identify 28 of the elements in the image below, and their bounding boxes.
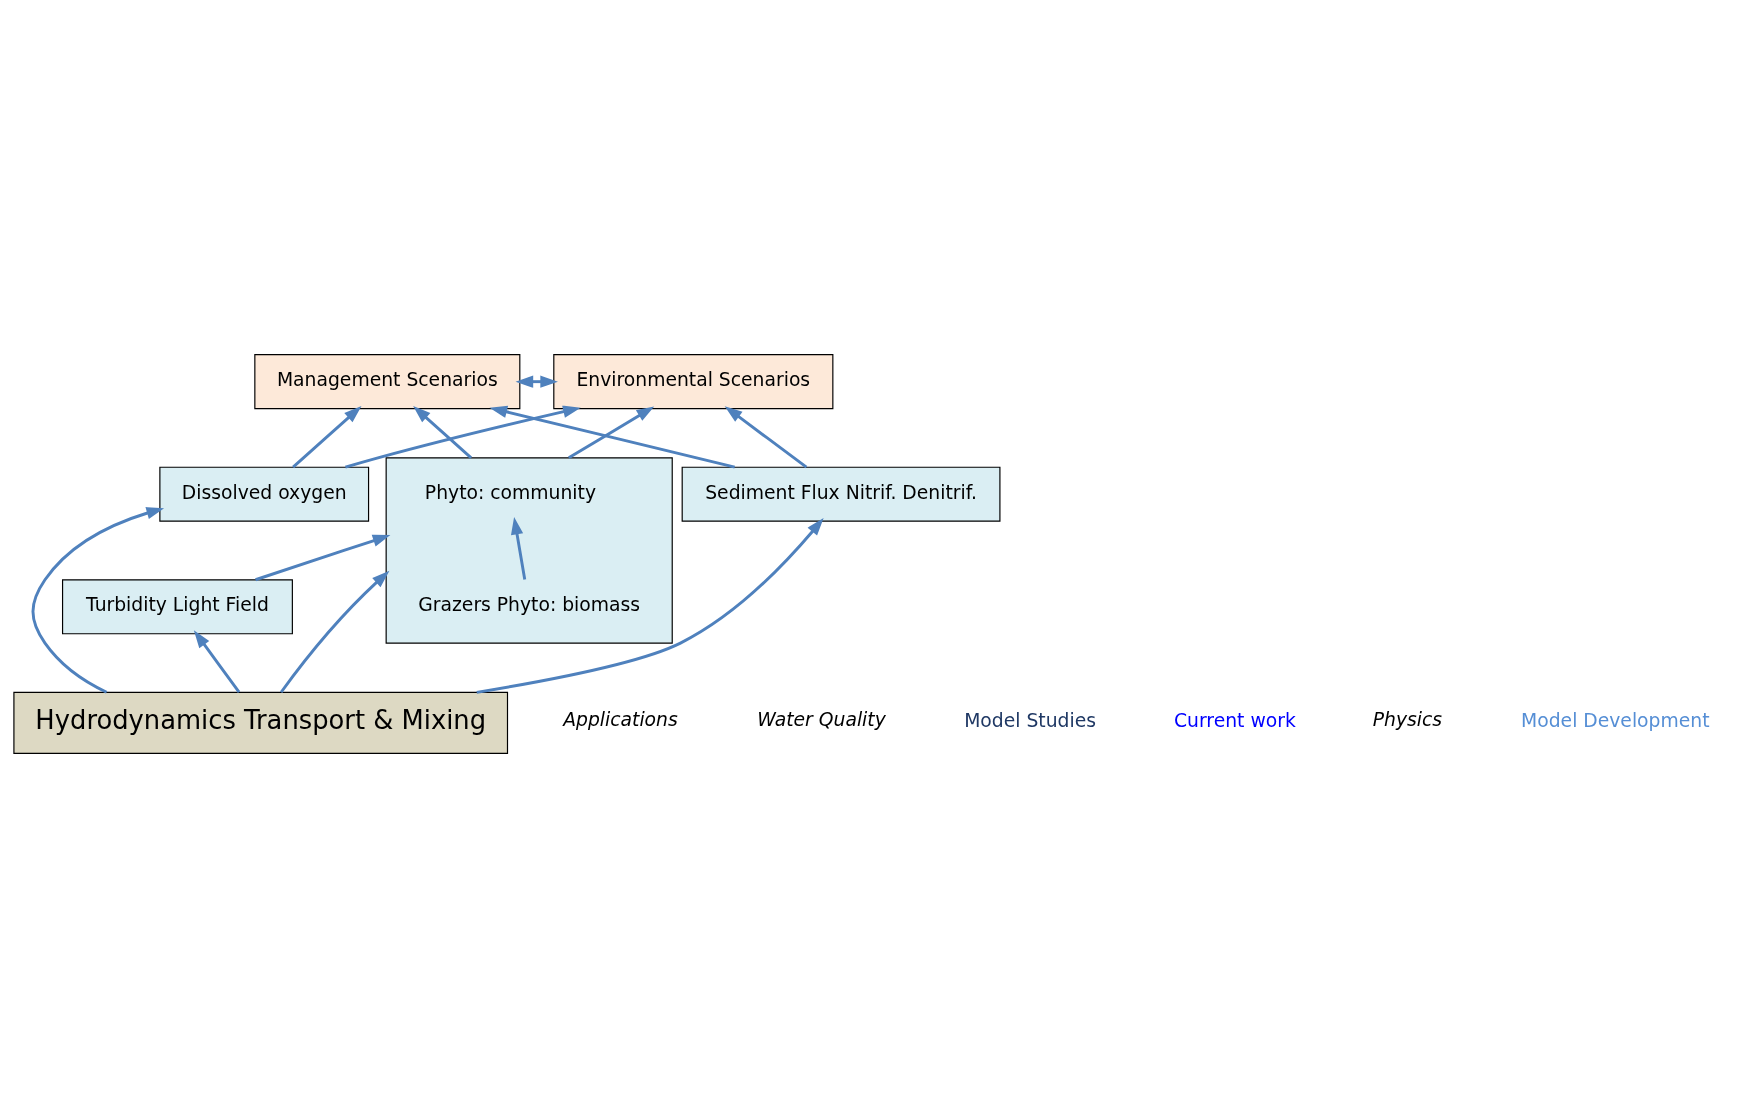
- node-text: Grazers Phyto: biomass: [417, 594, 640, 616]
- arrow: [291, 405, 362, 469]
- arrow: [254, 534, 390, 582]
- node-box: Environmental Scenarios: [552, 354, 833, 410]
- label: Physics: [1372, 709, 1442, 731]
- cluster: [385, 457, 673, 644]
- label: Model Studies: [963, 710, 1096, 732]
- label: Model Development: [1520, 710, 1710, 732]
- arrow: [344, 405, 581, 469]
- arrow: [489, 405, 735, 469]
- label: Current work: [1173, 710, 1296, 732]
- arrow: [31, 507, 164, 694]
- arrow: [515, 375, 558, 388]
- arrow: [193, 630, 240, 693]
- node-box: Turbidity Light Field: [61, 579, 293, 635]
- label: Water Quality: [756, 709, 886, 731]
- node-box: Sediment Flux Nitrif. Denitrif.: [681, 466, 1000, 522]
- arrow: [412, 405, 472, 459]
- arrow: [475, 518, 824, 694]
- node-text: Phyto: community: [424, 481, 596, 503]
- arrow: [724, 406, 807, 469]
- arrow: [279, 570, 389, 694]
- node-box: Hydrodynamics Transport & Mixing: [12, 691, 508, 754]
- node-box: Management Scenarios: [253, 354, 520, 410]
- label: Applications: [562, 709, 678, 731]
- arrow: [567, 406, 654, 460]
- arrow: [510, 516, 526, 580]
- node-box: Dissolved oxygen: [158, 466, 369, 522]
